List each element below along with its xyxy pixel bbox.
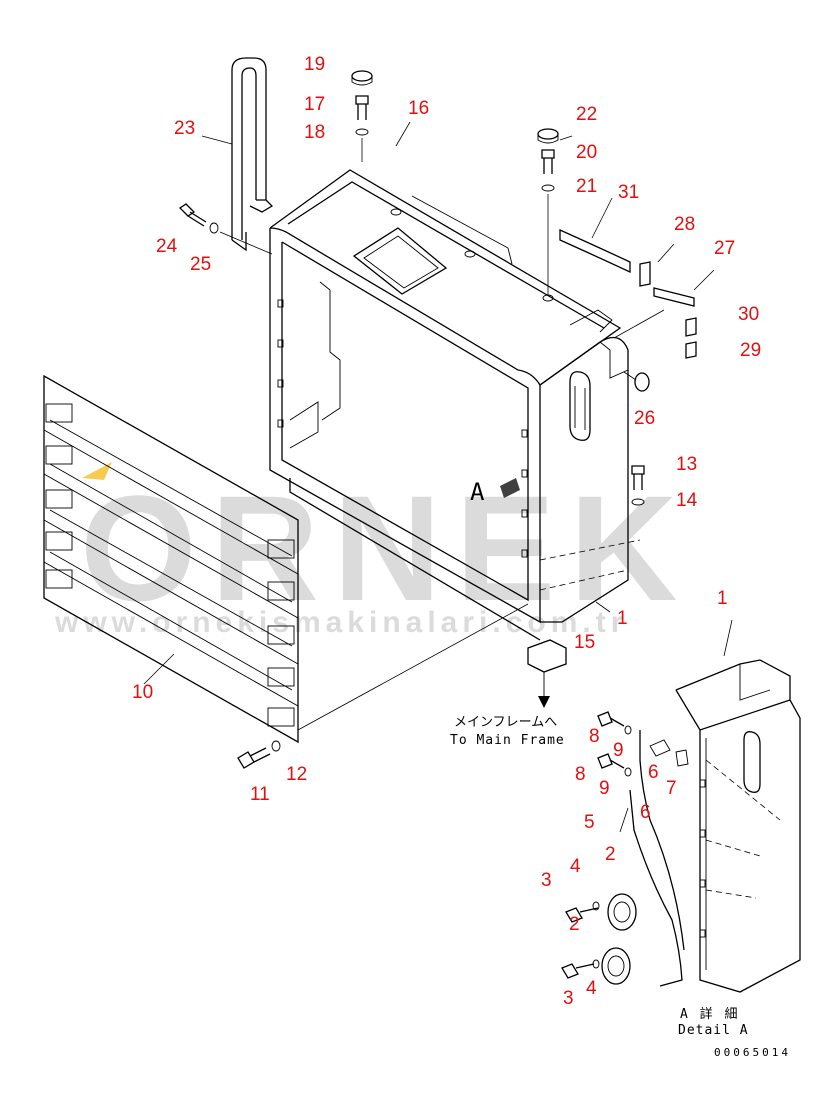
callout-17: 17 (304, 94, 325, 115)
callout-3-top: 3 (541, 870, 552, 891)
callout-1-main: 1 (617, 608, 628, 629)
callout-9-bottom: 9 (599, 778, 610, 799)
knob-26 (623, 371, 650, 392)
watermark: ORNEK www.ornekismakinalari.com.tr (54, 462, 692, 639)
watermark-logo: ORNEK (80, 464, 692, 632)
callout-5: 5 (584, 812, 595, 833)
callout-9-top: 9 (613, 740, 624, 761)
callout-25: 25 (190, 254, 211, 275)
callout-29: 29 (740, 340, 761, 361)
grab-handle (231, 57, 274, 252)
callout-7: 7 (666, 778, 677, 799)
callout-8-top: 8 (589, 726, 600, 747)
drawing-number: 00065014 (714, 1046, 791, 1059)
callout-22: 22 (576, 104, 597, 125)
callout-31: 31 (618, 182, 639, 203)
watermark-url: www.ornekismakinalari.com.tr (54, 606, 627, 639)
bolt-11-12 (237, 740, 281, 769)
bolt-stack-right (537, 128, 559, 296)
bolt-13-14 (631, 465, 645, 506)
bolt-24-25 (178, 203, 273, 255)
detail-a-harness (561, 711, 689, 987)
guard-frame (269, 169, 641, 641)
callout-13: 13 (676, 454, 697, 475)
callout-15: 15 (574, 632, 595, 653)
callout-20: 20 (576, 142, 597, 163)
view-marker-a: A (470, 478, 485, 506)
callout-11: 11 (250, 784, 270, 805)
callout-12: 12 (286, 764, 307, 785)
to-main-frame-jp: メインフレームへ (454, 715, 557, 730)
detail-a-jp: A 詳 細 (680, 1006, 739, 1022)
callout-4-bottom: 4 (586, 978, 597, 999)
callout-6-bottom: 6 (640, 802, 651, 823)
callout-6-top: 6 (648, 762, 659, 783)
seals (559, 228, 697, 359)
annotations: A メインフレームへ To Main Frame A 詳 細 Detail A … (450, 478, 791, 1059)
detail-a-en: Detail A (678, 1023, 749, 1038)
detail-a-guard (675, 659, 801, 993)
callout-26: 26 (634, 408, 655, 429)
callout-4-top: 4 (570, 856, 581, 877)
callout-30: 30 (738, 304, 759, 325)
callout-10: 10 (132, 682, 153, 703)
callout-14: 14 (676, 490, 698, 511)
callout-16: 16 (408, 98, 429, 119)
callout-2-top: 2 (605, 844, 616, 865)
callout-21: 21 (576, 176, 597, 197)
callouts: 1 1 2 2 3 3 4 4 5 6 6 7 8 8 9 9 10 11 12… (132, 54, 761, 1009)
callout-24: 24 (156, 236, 178, 257)
watermark-accent (82, 462, 112, 480)
bolt-stack-left (351, 70, 373, 162)
callout-8-bottom: 8 (575, 764, 586, 785)
callout-19: 19 (304, 54, 325, 75)
to-main-frame-en: To Main Frame (450, 733, 565, 748)
callout-23: 23 (174, 118, 195, 139)
callout-3-bottom: 3 (563, 988, 574, 1009)
callout-18: 18 (304, 122, 325, 143)
callout-1-detail: 1 (717, 588, 728, 609)
louver-panels (43, 374, 529, 744)
bracket-15 (527, 639, 567, 708)
callout-28: 28 (674, 214, 695, 235)
callout-27: 27 (714, 238, 735, 259)
callout-2-bottom: 2 (569, 914, 580, 935)
leader-lines (143, 121, 733, 833)
